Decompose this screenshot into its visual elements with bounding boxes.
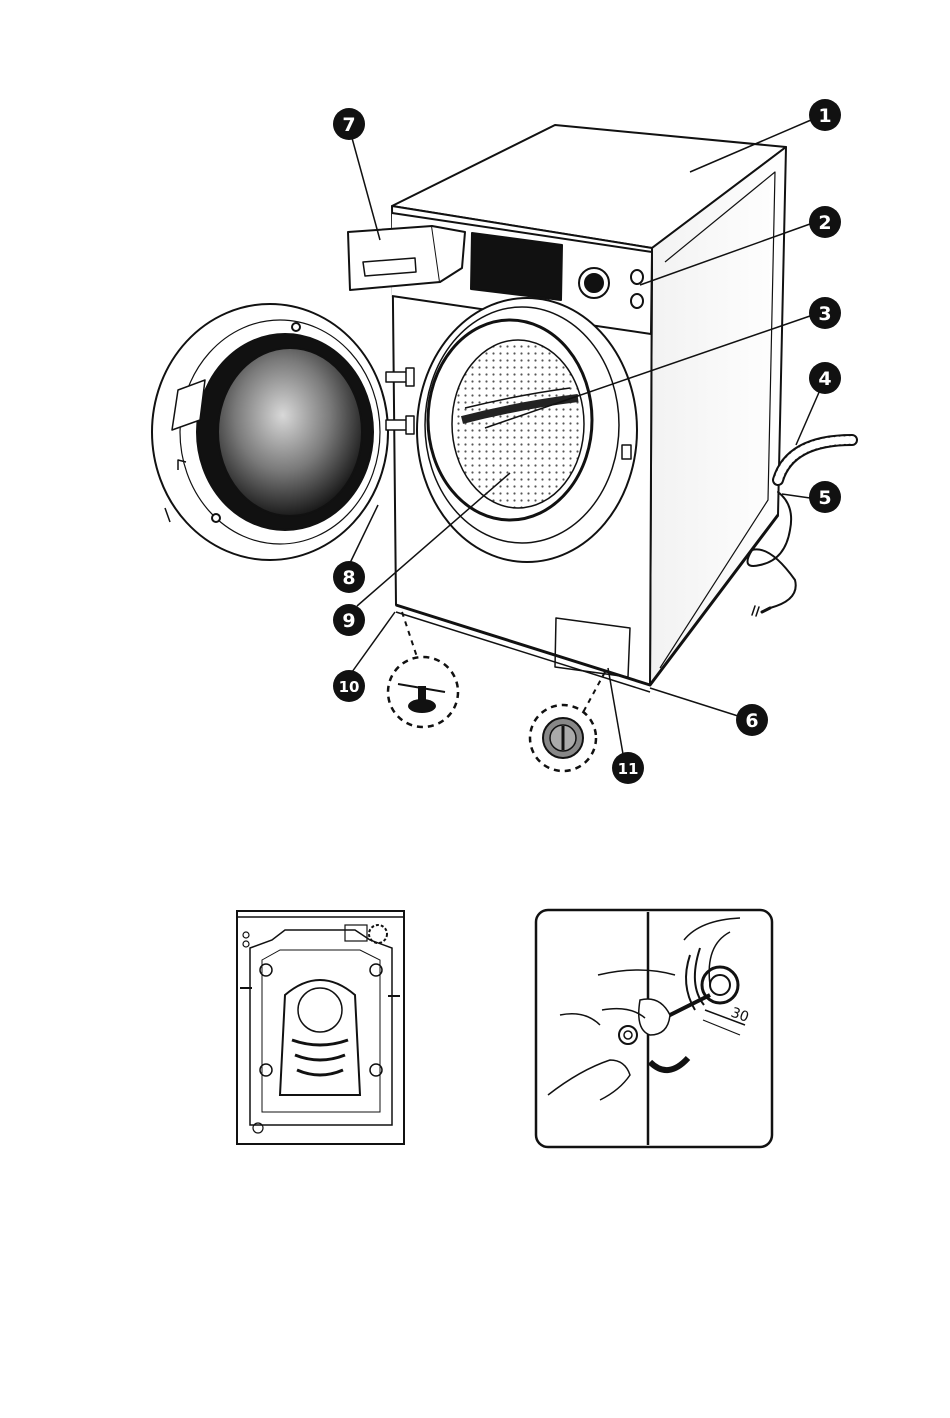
callout-6: 6 [736, 704, 768, 736]
callout-9: 9 [333, 604, 365, 636]
callout-number: 10 [339, 678, 360, 696]
start-button [631, 270, 643, 284]
callout-4: 4 [809, 362, 841, 394]
drum [452, 340, 584, 508]
callout-7: 7 [333, 108, 365, 140]
program-knob [579, 268, 609, 298]
callout-number: 4 [818, 368, 831, 390]
callout-11: 11 [612, 752, 644, 784]
callout-number: 7 [342, 114, 355, 136]
option-button [631, 294, 643, 308]
back-view-figure [237, 911, 404, 1144]
callout-number: 1 [818, 105, 831, 127]
callout-number: 5 [818, 487, 831, 509]
door-glass [218, 348, 362, 516]
display-window [471, 233, 562, 300]
callout-number: 2 [818, 212, 831, 234]
callout-8: 8 [333, 561, 365, 593]
foot-detail [388, 612, 458, 727]
door [152, 304, 414, 560]
callout-2: 2 [809, 206, 841, 238]
callout-number: 3 [818, 303, 831, 325]
callout-number: 11 [618, 760, 639, 778]
callout-number: 6 [745, 710, 758, 732]
callout-3: 3 [809, 297, 841, 329]
callout-10: 10 [333, 670, 365, 702]
callout-1: 1 [809, 99, 841, 131]
callout-5: 5 [809, 481, 841, 513]
callout-number: 9 [342, 610, 355, 632]
filter-detail [530, 672, 605, 771]
callout-number: 8 [342, 567, 355, 589]
bolt-removal-figure [536, 910, 772, 1147]
washing-machine [392, 125, 786, 692]
